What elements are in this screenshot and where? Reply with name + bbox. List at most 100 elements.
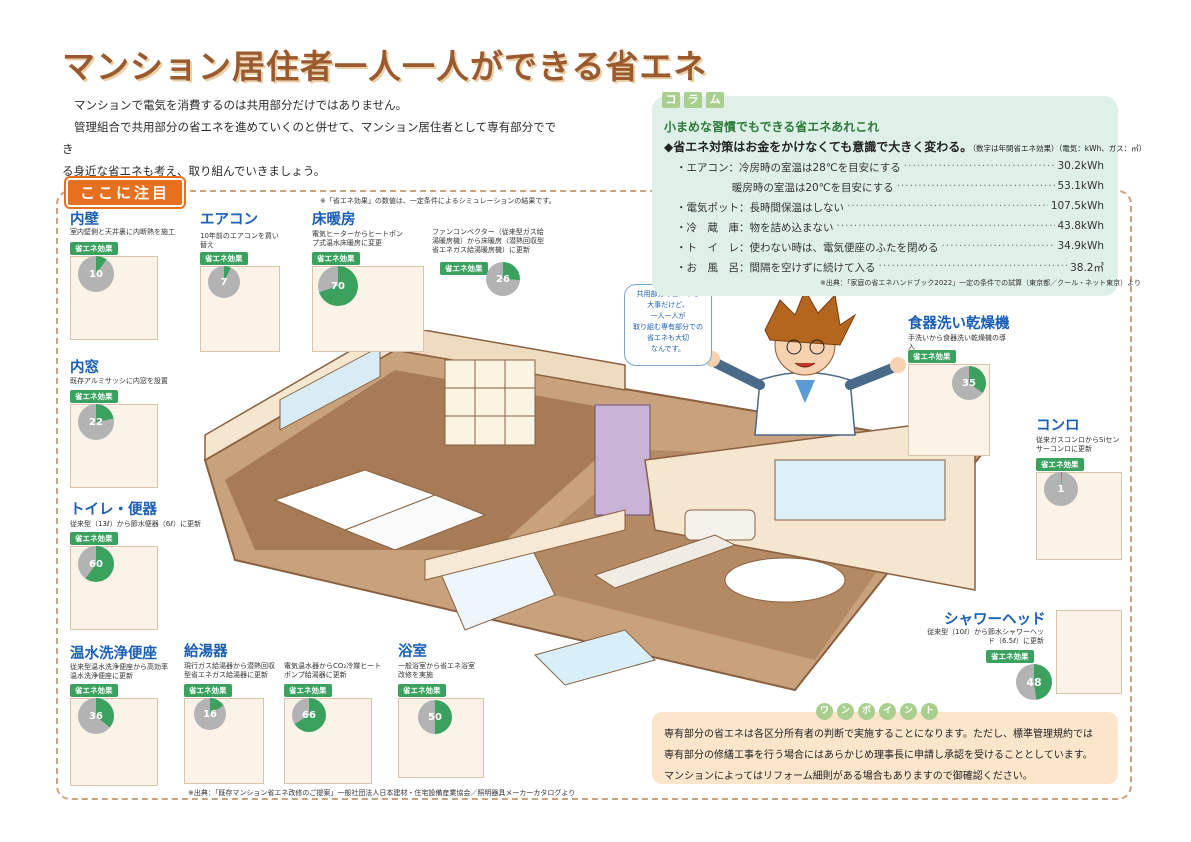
row-value: 107.5kWh [1050,200,1104,212]
onepoint-line: マンションによってはリフォーム細則がある場合もありますので御確認ください。 [664,771,1033,782]
shower-desc: 従来型（10ℓ）から節水シャワーヘッド（6.5ℓ）に更新 [927,628,1044,645]
onsui-title: 温水洗浄便座 [70,646,157,662]
konro-pie: 1 [1044,472,1078,506]
naiheki-title: 内壁 [70,212,99,228]
naiheki-pie: 10 [78,256,114,292]
pie-value: 7 [220,276,228,288]
pie-value: 48 [1026,675,1042,689]
uchimado-pie: 22 [78,404,114,440]
kyutoki-title: 給湯器 [184,644,228,660]
column-lead-note: （数字は年間省エネ効果）（電気：kWh、ガス：㎥） [972,144,1147,153]
aircon-pie: 7 [208,266,240,298]
column-row: ・冷 蔵 庫：物を詰め込まない·························… [676,220,1104,235]
bubble-line: 取り組む専有部分での [633,323,703,331]
pie-value: 60 [89,558,103,570]
intro-line: る身近な省エネも考え、取り組んでいきましょう。 [62,164,326,178]
toilet-title: トイレ・便器 [70,502,157,518]
intro-line: 管理組合で共用部分の省エネを進めていくのと併せて、マンション居住者として専有部分… [62,120,557,156]
yokushitsu-desc: 一般浴室から省エネ浴室改修を実施 [398,662,475,679]
column-row: 暖房時の室温は20℃を目安にする························… [676,180,1104,195]
pie-value: 1 [1057,483,1065,495]
shower-pie: 48 [1016,664,1052,700]
column-tag-char: コ [662,92,680,108]
row-value: 38.2㎥ [1070,262,1104,274]
column-tag: コ ラ ム [662,92,724,108]
pie-value: 36 [89,710,103,722]
bubble-line: 省エネも大切 [647,334,689,342]
row-label: ・電気ポット：長時間保温はしない [676,202,844,214]
focus-frame [56,190,1132,800]
shokusen-desc: 手洗いから食器洗い乾燥機の導入 [908,334,1006,351]
shower-photo [1056,610,1122,694]
aircon-title: エアコン [200,212,258,228]
yokushitsu-title: 浴室 [398,644,427,660]
onepoint-tag-char: イ [879,703,896,720]
naiheki-desc: 室内壁側と天井裏に内断熱を施工 [70,228,175,236]
bubble-line: なんです。 [651,345,685,353]
shower-badge: 省エネ効果 [986,650,1034,663]
row-leader: ········································… [903,160,1055,172]
column-row: ・お 風 呂：間隔を空けずに続けて入る·····················… [676,260,1104,275]
onepoint-tag-char: ワ [816,703,833,720]
yukadanbo-badge: 省エネ効果 [312,252,360,265]
ecocute-pie: 66 [292,698,326,732]
row-value: 34.9kWh [1057,240,1105,252]
aircon-badge: 省エネ効果 [200,252,248,265]
column-lead: ◆省エネ対策はお金をかけなくても意識で大きく変わる。（数字は年間省エネ効果）（電… [664,138,1146,155]
speech-bubble: 共用部分の省エネも 大事だけど、 一人一人が 取り組む専有部分での 省エネも大切… [624,284,712,366]
column-row: ・ト イ レ：使わない時は、電気便座のふたを閉める···············… [676,240,1104,255]
row-value: 30.2kWh [1057,160,1105,172]
row-leader: ········································… [878,260,1068,272]
yokushitsu-pie: 50 [418,700,452,734]
row-label: ・エアコン：冷房時の室温は28℃を目安にする [676,162,901,174]
row-leader: ········································… [836,220,1055,232]
kyutoki-pie: 16 [194,698,226,730]
uchimado-title: 内窓 [70,360,99,376]
onepoint-tag: ワ ン ポ イ ン ト [816,703,938,720]
fancon-badge: 省エネ効果 [440,262,488,275]
row-label: ・お 風 呂：間隔を空けずに続けて入る [676,262,876,274]
pie-value: 35 [962,377,976,389]
onepoint-text: 専有部分の省エネは各区分所有者の判断で実施することになります。ただし、標準管理規… [664,724,1110,787]
column-box [652,96,1118,296]
pie-value: 70 [331,280,345,292]
row-leader: ········································… [941,240,1055,252]
intro-line: マンションで電気を消費するのは共用部分だけではありません。 [74,98,408,112]
column-lead-text: ◆省エネ対策はお金をかけなくても意識で大きく変わる。 [664,140,973,154]
kyutoki-badge: 省エネ効果 [184,684,232,697]
ecocute-desc: 電気温水器からCO₂冷媒ヒートポンプ給湯器に更新 [284,662,382,679]
konro-badge: 省エネ効果 [1036,458,1084,471]
pie-value: 66 [302,709,316,721]
page-title: マンション居住者一人一人ができる省エネ [62,47,708,86]
onsui-pie: 36 [78,698,114,734]
row-value: 43.8kWh [1057,220,1105,232]
row-label: ・ト イ レ：使わない時は、電気便座のふたを閉める [676,242,939,254]
column-heading: 小まめな習慣でもできる省エネあれこれ [664,120,880,134]
bubble-line: 大事だけど、 [647,301,689,309]
uchimado-badge: 省エネ効果 [70,390,118,403]
ecocute-badge: 省エネ効果 [284,684,332,697]
row-label: ・冷 蔵 庫：物を詰め込まない [676,222,834,234]
toilet-desc: 従来型（13ℓ）から節水便器（6ℓ）に更新 [70,520,202,528]
onepoint-tag-char: ポ [858,703,875,720]
konro-title: コンロ [1036,418,1080,434]
uchimado-desc: 既存アルミサッシに内窓を設置 [70,377,168,385]
column-tag-char: ム [706,92,724,108]
onsui-badge: 省エネ効果 [70,684,118,697]
naiheki-badge: 省エネ効果 [70,242,118,255]
intro-text: マンションで電気を消費するのは共用部分だけではありません。 管理組合で共用部分の… [62,94,562,182]
scientist-character [704,288,906,436]
toilet-badge: 省エネ効果 [70,532,118,545]
aircon-desc: 10年前のエアコンを買い替え [200,232,279,249]
fancon-pie: 26 [486,262,520,296]
row-leader: ········································… [896,180,1055,192]
onsui-desc: 従来型温水洗浄便座から高効率温水洗浄便座に更新 [70,663,168,680]
pie-value: 26 [496,273,510,285]
chumoku-label: ここに注目 [66,178,185,207]
shokusen-badge: 省エネ効果 [908,350,956,363]
simulation-note: ※「省エネ効果」の数値は、一定条件によるシミュレーションの結果です。 [320,197,556,205]
shower-title: シャワーヘッド [944,612,1046,628]
onepoint-box [652,712,1118,784]
row-leader: ········································… [847,200,1048,212]
pie-value: 16 [203,708,217,720]
